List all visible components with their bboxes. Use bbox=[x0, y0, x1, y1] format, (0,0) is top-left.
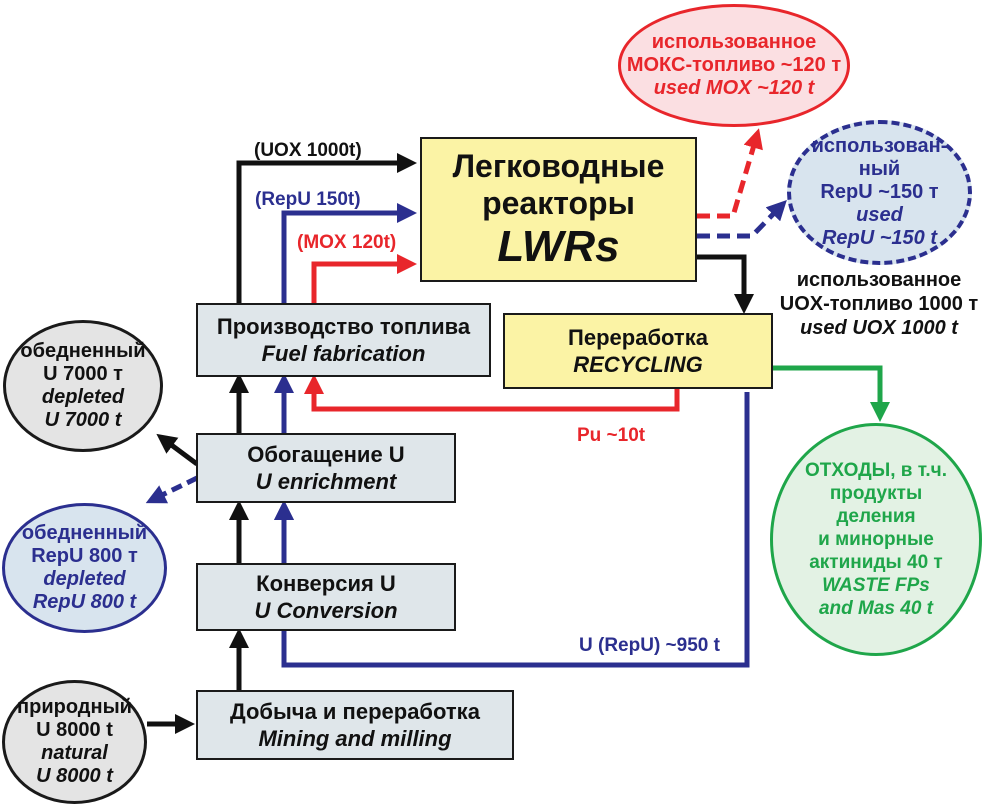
used-repu-line5: RepU ~150 t bbox=[821, 227, 938, 249]
mining-label-en: Mining and milling bbox=[258, 726, 452, 751]
natural-u-ellipse: природный U 8000 t natural U 8000 t bbox=[2, 680, 147, 804]
fuel-fabrication-label-ru: Производство топлива bbox=[216, 314, 471, 339]
uox-flow-arrow bbox=[236, 153, 418, 303]
pu-return-arrow bbox=[304, 373, 680, 412]
repu-fab-flow-arrow bbox=[281, 203, 418, 303]
mining-label-ru: Добыча и переработка bbox=[230, 699, 480, 724]
used-repu-ellipse: использован- ный RepU ~150 т used RepU ~… bbox=[787, 120, 972, 265]
used-repu-line2: ный bbox=[858, 158, 901, 180]
enrichment-to-depleted-repu-dashed-arrow bbox=[145, 475, 199, 504]
pu-flow-label: Pu ~10t bbox=[577, 425, 646, 446]
depleted-repu-line4: RepU 800 t bbox=[32, 591, 137, 613]
depleted-u-line2: U 7000 т bbox=[43, 363, 123, 385]
recycling-box: Переработка RECYCLING bbox=[503, 313, 773, 389]
conversion-label-ru: Конверсия U bbox=[256, 571, 396, 596]
used-repu-line1: использован- bbox=[811, 135, 948, 157]
depleted-u-line3: depleted bbox=[41, 386, 125, 408]
repu-return-label: U (RepU) ~950 t bbox=[579, 635, 720, 656]
recycling-label-en: RECYCLING bbox=[573, 352, 703, 377]
waste-line1: ОТХОДЫ, в т.ч. bbox=[805, 460, 947, 481]
natural-u-line3: natural bbox=[41, 742, 108, 764]
waste-line2: продукты bbox=[829, 483, 923, 504]
natural-u-line1: природный bbox=[17, 696, 132, 718]
enrichment-to-depleted-u-arrow bbox=[156, 433, 199, 467]
lwr-title-ru-1: Легководные bbox=[452, 147, 665, 184]
depleted-u-ellipse: обедненный U 7000 т depleted U 7000 t bbox=[3, 320, 163, 452]
waste-line6: WASTE FPs bbox=[822, 575, 930, 596]
fuel-fabrication-label-en: Fuel fabrication bbox=[261, 341, 426, 366]
lwr-to-recycling-arrow bbox=[697, 254, 754, 315]
mox-flow-arrow bbox=[311, 254, 418, 303]
used-uox-line1: использованное bbox=[796, 269, 962, 291]
lwr-title-ru-2: реакторы bbox=[482, 184, 635, 221]
enrichment-label-ru: Обогащение U bbox=[247, 442, 405, 467]
used-uox-line3: used UOX 1000 t bbox=[800, 317, 958, 339]
recycling-label-ru: Переработка bbox=[568, 325, 708, 350]
depleted-repu-line2: RepU 800 т bbox=[31, 545, 138, 567]
used-mox-dashed-arrow bbox=[697, 128, 763, 219]
enrichment-label-en: U enrichment bbox=[255, 469, 397, 494]
lwr-title-en: LWRs bbox=[497, 221, 620, 271]
enrichment-box: Обогащение U U enrichment bbox=[196, 433, 456, 503]
depleted-repu-ellipse: обедненный RepU 800 т depleted RepU 800 … bbox=[2, 503, 167, 633]
depleted-u-line1: обедненный bbox=[20, 340, 146, 362]
fuel-fabrication-box: Производство топлива Fuel fabrication bbox=[196, 303, 491, 377]
waste-ellipse: ОТХОДЫ, в т.ч. продукты деления и минорн… bbox=[770, 423, 982, 656]
conversion-label-en: U Conversion bbox=[254, 598, 398, 623]
depleted-repu-line3: depleted bbox=[43, 568, 126, 590]
lwr-box: Легководные реакторы LWRs bbox=[420, 137, 697, 282]
used-uox-text: использованное UOX-топливо 1000 т used U… bbox=[762, 268, 996, 340]
depleted-u-line4: U 7000 t bbox=[44, 409, 122, 431]
uox-flow-label: (UOX 1000t) bbox=[254, 140, 362, 161]
used-repu-dashed-arrow bbox=[697, 199, 787, 239]
waste-line5: актиниды 40 т bbox=[809, 552, 943, 573]
used-mox-ellipse: использованное МОКС-топливо ~120 т used … bbox=[618, 4, 850, 127]
used-mox-line2: МОКС-топливо ~120 т bbox=[626, 54, 842, 76]
repu-flow-label: (RepU 150t) bbox=[255, 189, 361, 210]
mox-flow-label: (MOX 120t) bbox=[297, 232, 397, 253]
used-mox-line3: used MOX ~120 t bbox=[653, 77, 815, 99]
waste-line4: и минорные bbox=[818, 529, 934, 550]
depleted-repu-line1: обедненный bbox=[21, 522, 148, 544]
used-mox-line1: использованное bbox=[651, 31, 817, 53]
conversion-box: Конверсия U U Conversion bbox=[196, 563, 456, 631]
waste-line7: and Mas 40 t bbox=[818, 598, 934, 619]
used-repu-line3: RepU ~150 т bbox=[820, 181, 939, 203]
waste-arrow bbox=[773, 365, 890, 423]
mining-box: Добыча и переработка Mining and milling bbox=[196, 690, 514, 760]
waste-line3: деления bbox=[836, 506, 916, 527]
natural-u-line4: U 8000 t bbox=[36, 765, 113, 787]
used-uox-line2: UOX-топливо 1000 т bbox=[779, 293, 979, 315]
natural-u-line2: U 8000 t bbox=[36, 719, 113, 741]
used-repu-line4: used bbox=[856, 204, 903, 226]
